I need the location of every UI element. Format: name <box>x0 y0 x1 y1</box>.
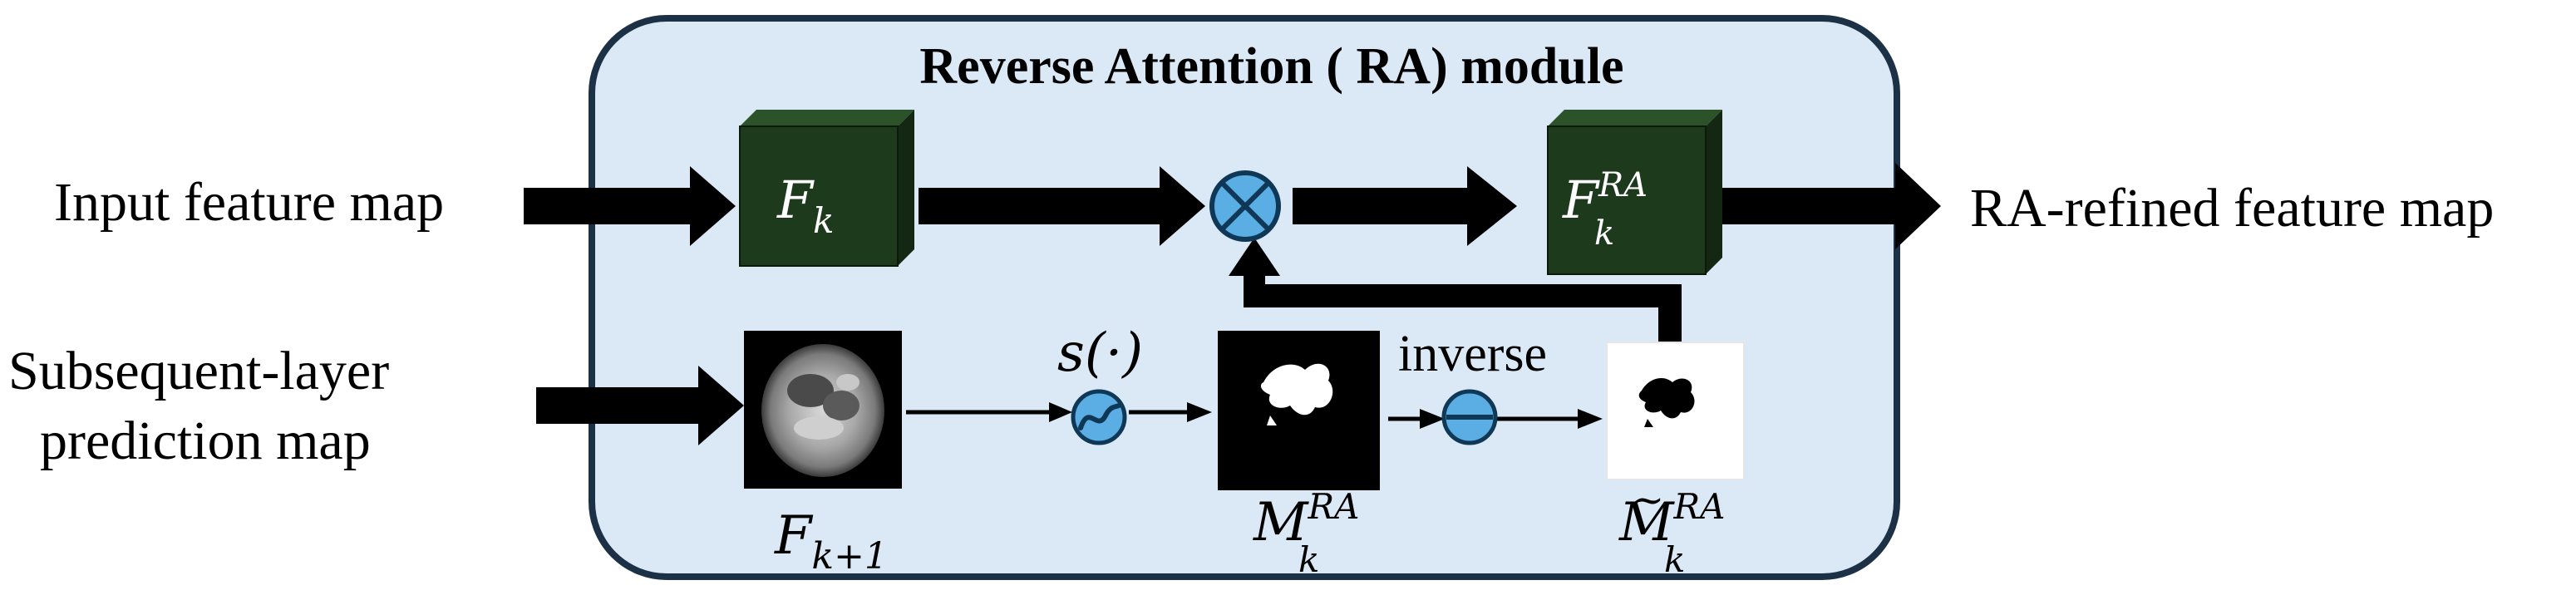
brain-scan-image <box>744 331 902 489</box>
svg-text:FRA: FRA <box>1562 166 1648 230</box>
fk-sub: k <box>813 200 834 241</box>
mtk-base: M <box>1618 492 1675 553</box>
mtk-tilde: ~ <box>1631 477 1664 524</box>
inverse-to-mtk-arrow <box>1492 409 1603 429</box>
svg-text:MRA: MRA <box>1618 486 1726 553</box>
fk1-base: F <box>774 505 814 567</box>
sigmoid-wave-icon <box>1071 389 1127 445</box>
module-title: Reverse Attention ( RA) module <box>919 38 1623 95</box>
svg-text:Fk+1: Fk+1 <box>774 505 888 578</box>
mk-sup: RA <box>1308 486 1360 527</box>
fk-to-multiply-arrow <box>919 166 1205 246</box>
mtk-sub: k <box>1664 539 1685 580</box>
sigmoid-to-mk-arrow <box>1129 402 1212 422</box>
inverse-label: inverse <box>1398 326 1547 382</box>
prediction-map-label: prediction map <box>40 411 371 471</box>
fkra-sup: RA <box>1598 166 1648 204</box>
feedback-arrow <box>1229 238 1682 351</box>
fk-base: F <box>776 170 815 230</box>
svg-text:Fk: Fk <box>776 170 834 241</box>
mk-to-inverse-arrow <box>1388 409 1445 429</box>
mtk-sup: RA <box>1673 486 1726 527</box>
inverse-mask-image <box>1606 342 1745 480</box>
fk1-sub: k+1 <box>811 535 888 578</box>
multiply-to-fkra-arrow <box>1293 166 1517 246</box>
attention-mask-image <box>1218 331 1380 490</box>
fk-feature-cube: Fk <box>739 110 914 267</box>
ra-refined-feature-map-label: RA-refined feature map <box>1970 178 2494 238</box>
fkra-base: F <box>1562 170 1600 230</box>
fk1-to-sigmoid-arrow <box>906 402 1072 422</box>
circled-minus-icon <box>1441 389 1498 445</box>
output-arrow <box>1721 163 1941 249</box>
input-feature-map-label: Input feature map <box>54 172 444 233</box>
circled-times-icon <box>1209 170 1281 242</box>
input-arrow <box>524 166 736 246</box>
fkra-sub: k <box>1594 214 1614 253</box>
svg-text:MRA: MRA <box>1253 486 1360 553</box>
mk-base: M <box>1253 492 1309 553</box>
subsequent-layer-label: Subsequent-layer <box>8 341 389 401</box>
fkra-feature-cube: FRA k <box>1547 110 1722 275</box>
prediction-input-arrow <box>536 366 744 445</box>
sigmoid-label: s(·) <box>1057 322 1143 384</box>
mk-sub: k <box>1298 539 1319 580</box>
